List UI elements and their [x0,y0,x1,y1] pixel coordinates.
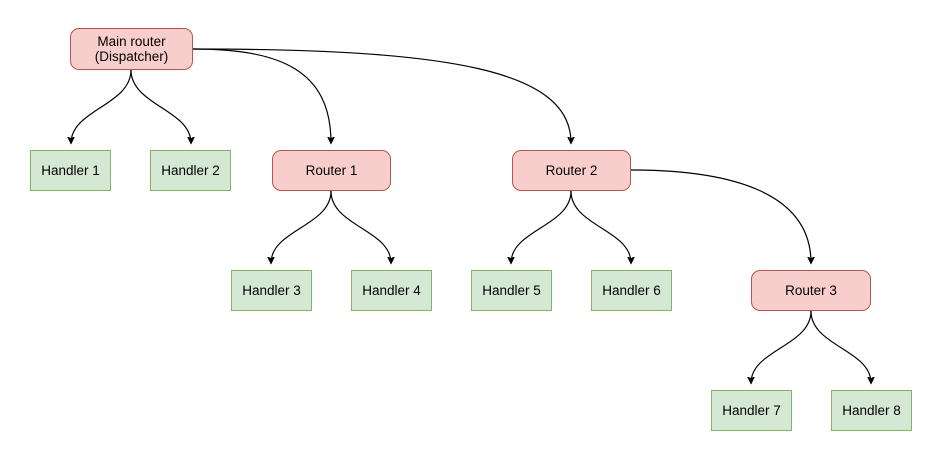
node-handler-1[interactable]: Handler 1 [30,150,111,191]
node-handler-6[interactable]: Handler 6 [591,270,672,311]
edge-router-3-to-handler-8 [810,310,871,383]
node-label-handler-8: Handler 8 [842,403,901,418]
edge-main-router-to-router-1 [192,48,331,143]
node-label-handler-7: Handler 7 [722,403,781,418]
node-label-handler-1: Handler 1 [41,163,100,178]
node-handler-3[interactable]: Handler 3 [231,270,312,311]
edge-main-router-to-router-2 [192,48,571,143]
edge-router-3-to-handler-7 [751,310,812,383]
node-label-main-router: Main router (Dispatcher) [94,34,169,64]
node-label-handler-2: Handler 2 [161,163,220,178]
edge-router-1-to-handler-4 [330,190,391,263]
node-router-1[interactable]: Router 1 [272,150,391,191]
node-handler-8[interactable]: Handler 8 [831,390,912,431]
edge-main-router-to-handler-2 [130,69,191,143]
node-label-router-1: Router 1 [305,163,358,178]
node-label-handler-3: Handler 3 [242,283,301,298]
edge-router-2-to-handler-5 [511,190,572,263]
edge-router-1-to-handler-3 [271,190,332,263]
edge-router-2-to-router-3 [630,169,811,263]
node-router-3[interactable]: Router 3 [751,270,871,311]
edge-router-2-to-handler-6 [570,190,631,263]
node-label-router-3: Router 3 [785,283,837,298]
node-router-2[interactable]: Router 2 [512,150,631,191]
node-handler-5[interactable]: Handler 5 [471,270,552,311]
node-main-router[interactable]: Main router (Dispatcher) [70,28,193,70]
node-label-router-2: Router 2 [545,163,598,178]
node-label-handler-6: Handler 6 [602,283,661,298]
node-label-handler-4: Handler 4 [362,283,421,298]
edge-main-router-to-handler-1 [71,69,132,143]
node-handler-4[interactable]: Handler 4 [351,270,432,311]
node-handler-7[interactable]: Handler 7 [711,390,792,431]
node-label-handler-5: Handler 5 [482,283,541,298]
node-handler-2[interactable]: Handler 2 [150,150,231,191]
